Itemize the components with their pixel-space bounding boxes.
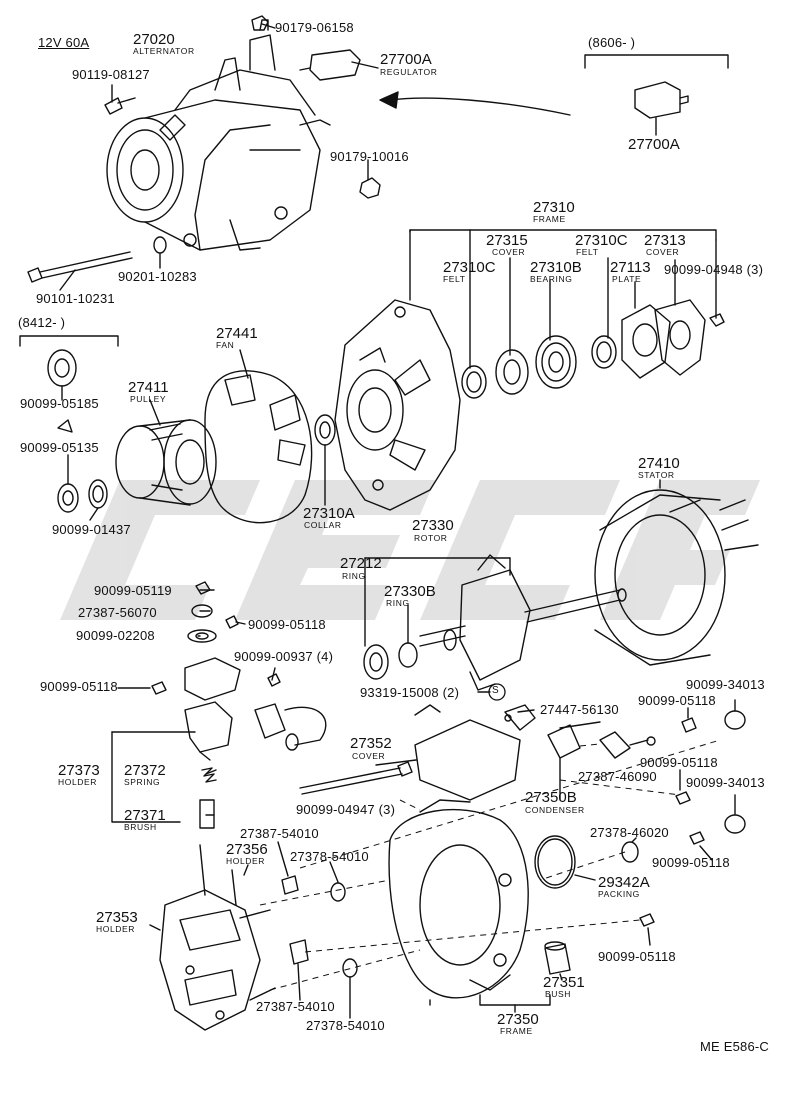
part-number: 90099-01437 — [52, 522, 131, 537]
part-number: 90099-05118 — [598, 949, 676, 964]
part-name: ROTOR — [414, 533, 448, 543]
part-number: 27356 — [226, 841, 268, 858]
part-number: 90099-05119 — [94, 583, 172, 598]
circled-s-letter: S — [492, 685, 499, 696]
part-number: 90099-05185 — [20, 396, 99, 411]
alternator-assembly-illustration — [106, 19, 331, 251]
watermark-logo — [60, 480, 760, 620]
date-range-upper: (8606- ) — [588, 35, 636, 50]
part-number: 90179-10016 — [330, 149, 409, 164]
part-name: SPRING — [124, 777, 161, 787]
part-number: 90099-34013 — [686, 677, 765, 692]
part-number: 27387-54010 — [240, 826, 319, 841]
part-number: 90099-02208 — [76, 628, 155, 643]
part-number: 90099-04948 (3) — [664, 262, 764, 277]
part-number: 90099-34013 — [686, 775, 765, 790]
part-number: 27373 — [58, 762, 100, 779]
part-number: 27387-56070 — [78, 605, 157, 620]
part-number: 90201-10283 — [118, 269, 197, 284]
part-number: 27378-54010 — [306, 1018, 385, 1033]
part-number: 27378-54010 — [290, 849, 369, 864]
part-number: 90101-10231 — [36, 291, 115, 306]
part-number: 27410 — [638, 455, 680, 472]
stator-illustration — [594, 489, 759, 666]
part-number: 90099-05118 — [640, 755, 718, 770]
part-name: PLATE — [612, 274, 642, 284]
part-number: 27315 — [486, 232, 528, 249]
part-name: BEARING — [530, 274, 573, 284]
rear-frame-illustration — [388, 799, 529, 999]
part-number: 27330B — [384, 583, 436, 600]
part-number: 27700A — [380, 51, 432, 68]
footer-code: ME E586-C — [700, 1039, 769, 1054]
part-name: ALTERNATOR — [133, 46, 195, 56]
part-number: 27387-46090 — [578, 769, 657, 784]
part-number: 90179-06158 — [275, 20, 354, 35]
part-name: FRAME — [533, 214, 566, 224]
part-number: 27378-46020 — [590, 825, 669, 840]
part-number: 27353 — [96, 909, 138, 926]
part-number: 90099-05118 — [40, 679, 118, 694]
part-name: REGULATOR — [380, 67, 438, 77]
part-number: 27310B — [530, 259, 582, 276]
part-number: 27350B — [525, 789, 577, 806]
part-number: 90099-05118 — [638, 693, 716, 708]
part-name: RING — [342, 571, 366, 581]
part-name: CONDENSER — [525, 805, 585, 815]
part-number: 27310C — [443, 259, 496, 276]
circled-s-icon — [488, 683, 506, 701]
part-number: 27330 — [412, 517, 454, 534]
part-number: 90099-05118 — [652, 855, 730, 870]
part-name: FAN — [216, 340, 235, 350]
part-name: COVER — [352, 751, 386, 761]
date-range-left: (8412- ) — [18, 315, 66, 330]
part-number: 27212 — [340, 555, 382, 572]
part-number: 27371 — [124, 807, 166, 824]
part-number: 90099-00937 (4) — [234, 649, 334, 664]
part-number: 27352 — [350, 735, 392, 752]
part-number: 29342A — [598, 874, 650, 891]
part-number: 90099-05118 — [248, 617, 326, 632]
part-name: BRUSH — [124, 822, 157, 832]
part-name: HOLDER — [96, 924, 136, 934]
part-number: 27310C — [575, 232, 628, 249]
part-number: 90099-05135 — [20, 440, 99, 455]
part-name: STATOR — [638, 470, 675, 480]
front-frame-illustration — [334, 299, 461, 511]
part-name: COVER — [646, 247, 680, 257]
part-name: FRAME — [500, 1026, 533, 1036]
part-number: 27113 — [610, 259, 651, 276]
part-name: COVER — [492, 247, 526, 257]
part-name: FELT — [443, 274, 466, 284]
part-name: PULLEY — [130, 394, 167, 404]
part-name: RING — [386, 598, 410, 608]
part-name: BUSH — [545, 989, 572, 999]
spec-label: 12V 60A — [38, 35, 90, 50]
part-name: PACKING — [598, 889, 640, 899]
part-number: 27372 — [124, 762, 166, 779]
part-number: 27411 — [128, 379, 169, 396]
part-number: 27310 — [533, 199, 575, 216]
part-number: 90099-04947 (3) — [296, 802, 396, 817]
part-number: 27351 — [543, 974, 585, 991]
part-number: 27387-54010 — [256, 999, 335, 1014]
rotor-illustration — [419, 554, 627, 691]
part-number: 27441 — [216, 325, 258, 342]
part-name: HOLDER — [226, 856, 266, 866]
part-number: 93319-15008 (2) — [360, 685, 460, 700]
part-number: 27700A — [628, 136, 680, 153]
part-number: 27020 — [133, 31, 175, 48]
part-name: HOLDER — [58, 777, 98, 787]
part-name: FELT — [576, 247, 599, 257]
part-number: 27350 — [497, 1011, 539, 1028]
part-name: COLLAR — [304, 520, 342, 530]
part-number: 27310A — [303, 505, 355, 522]
part-number: 27447-56130 — [540, 702, 619, 717]
part-number: 90119-08127 — [72, 67, 150, 82]
part-number: 27313 — [644, 232, 686, 249]
